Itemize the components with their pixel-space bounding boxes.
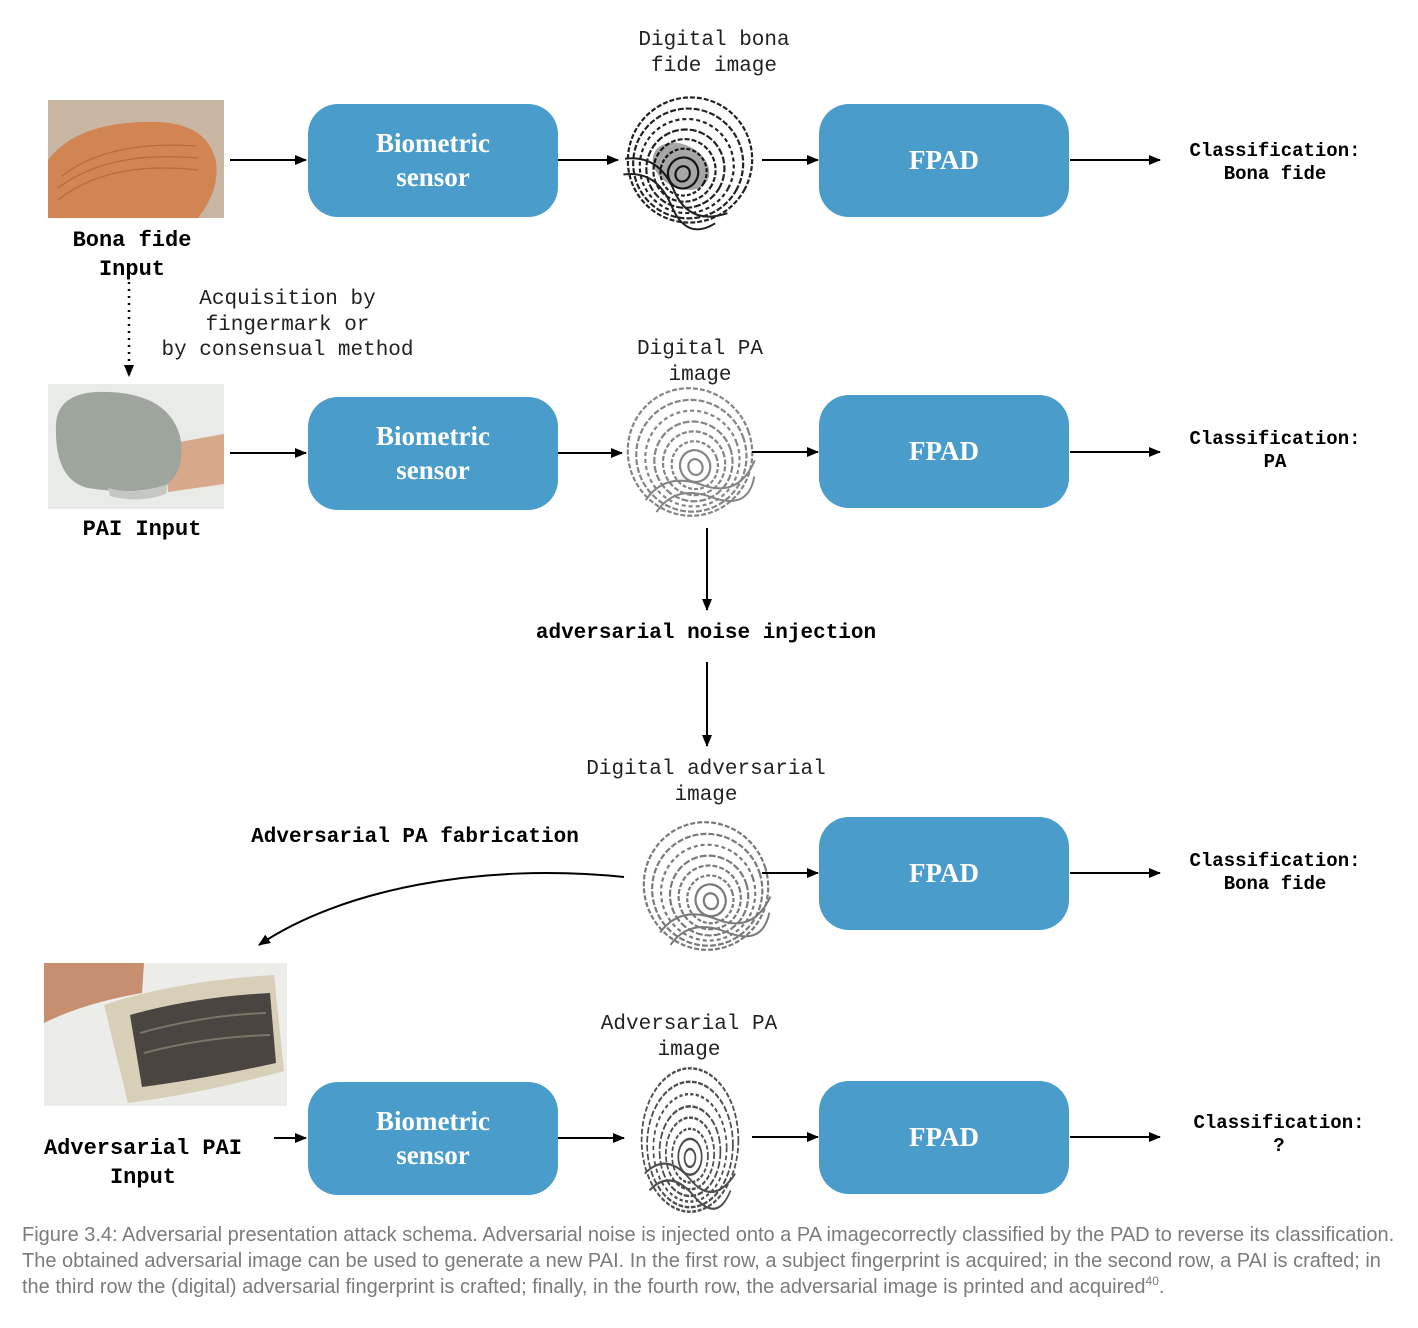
fpad-box: FPAD xyxy=(819,1081,1069,1194)
digital-bona-fide-image-label: Digital bona fide image xyxy=(638,29,790,78)
caption-end: . xyxy=(1158,1276,1165,1298)
classification-row1: Classification: Bona fide xyxy=(1189,140,1361,186)
classification-row4: Classification: ? xyxy=(1193,1112,1365,1158)
adversarial-pa-fabrication-label: Adversarial PA fabrication xyxy=(251,826,579,849)
adversarial-pai-input-label: Adversarial PAI Input xyxy=(43,1136,243,1190)
fpad-box: FPAD xyxy=(819,817,1069,930)
caption-reference: 40 xyxy=(1145,1274,1159,1288)
biometric-sensor-box: Biometric sensor xyxy=(308,1082,558,1195)
adversarial-pai-photo xyxy=(44,963,287,1106)
pai-finger-photo xyxy=(48,384,224,509)
figure-caption: Figure 3.4: Adversarial presentation att… xyxy=(22,1222,1402,1300)
acquisition-label: Acquisition by fingermark or by consensu… xyxy=(161,288,414,363)
fingerprint-icon xyxy=(640,1067,740,1213)
fingerprint-icon xyxy=(608,369,772,535)
mold-finger-illustration xyxy=(48,384,224,509)
pai-input-label: PAI Input xyxy=(82,517,202,542)
printed-fingerprint-illustration xyxy=(44,963,287,1106)
adversarial-pa-image-label: Adversarial PA image xyxy=(600,1013,778,1062)
finger-illustration xyxy=(48,100,224,218)
classification-row3: Classification: Bona fide xyxy=(1189,850,1361,896)
curved-arrow xyxy=(258,872,625,946)
classification-row2: Classification: PA xyxy=(1189,428,1361,474)
biometric-sensor-box: Biometric sensor xyxy=(308,397,558,510)
fpad-box: FPAD xyxy=(819,104,1069,217)
digital-adversarial-image-label: Digital adversarial image xyxy=(586,758,826,807)
adversarial-noise-injection-label: adversarial noise injection xyxy=(535,622,877,645)
fingerprint-icon xyxy=(626,804,786,968)
digital-pa-image-label: Digital PA image xyxy=(636,338,764,387)
bona-fide-input-label: Bona fide Input xyxy=(72,228,192,282)
fingerprint-icon xyxy=(604,74,776,246)
biometric-sensor-box: Biometric sensor xyxy=(308,104,558,217)
caption-text: Figure 3.4: Adversarial presentation att… xyxy=(22,1224,1395,1298)
bona-fide-finger-photo xyxy=(48,100,224,218)
fpad-box: FPAD xyxy=(819,395,1069,508)
